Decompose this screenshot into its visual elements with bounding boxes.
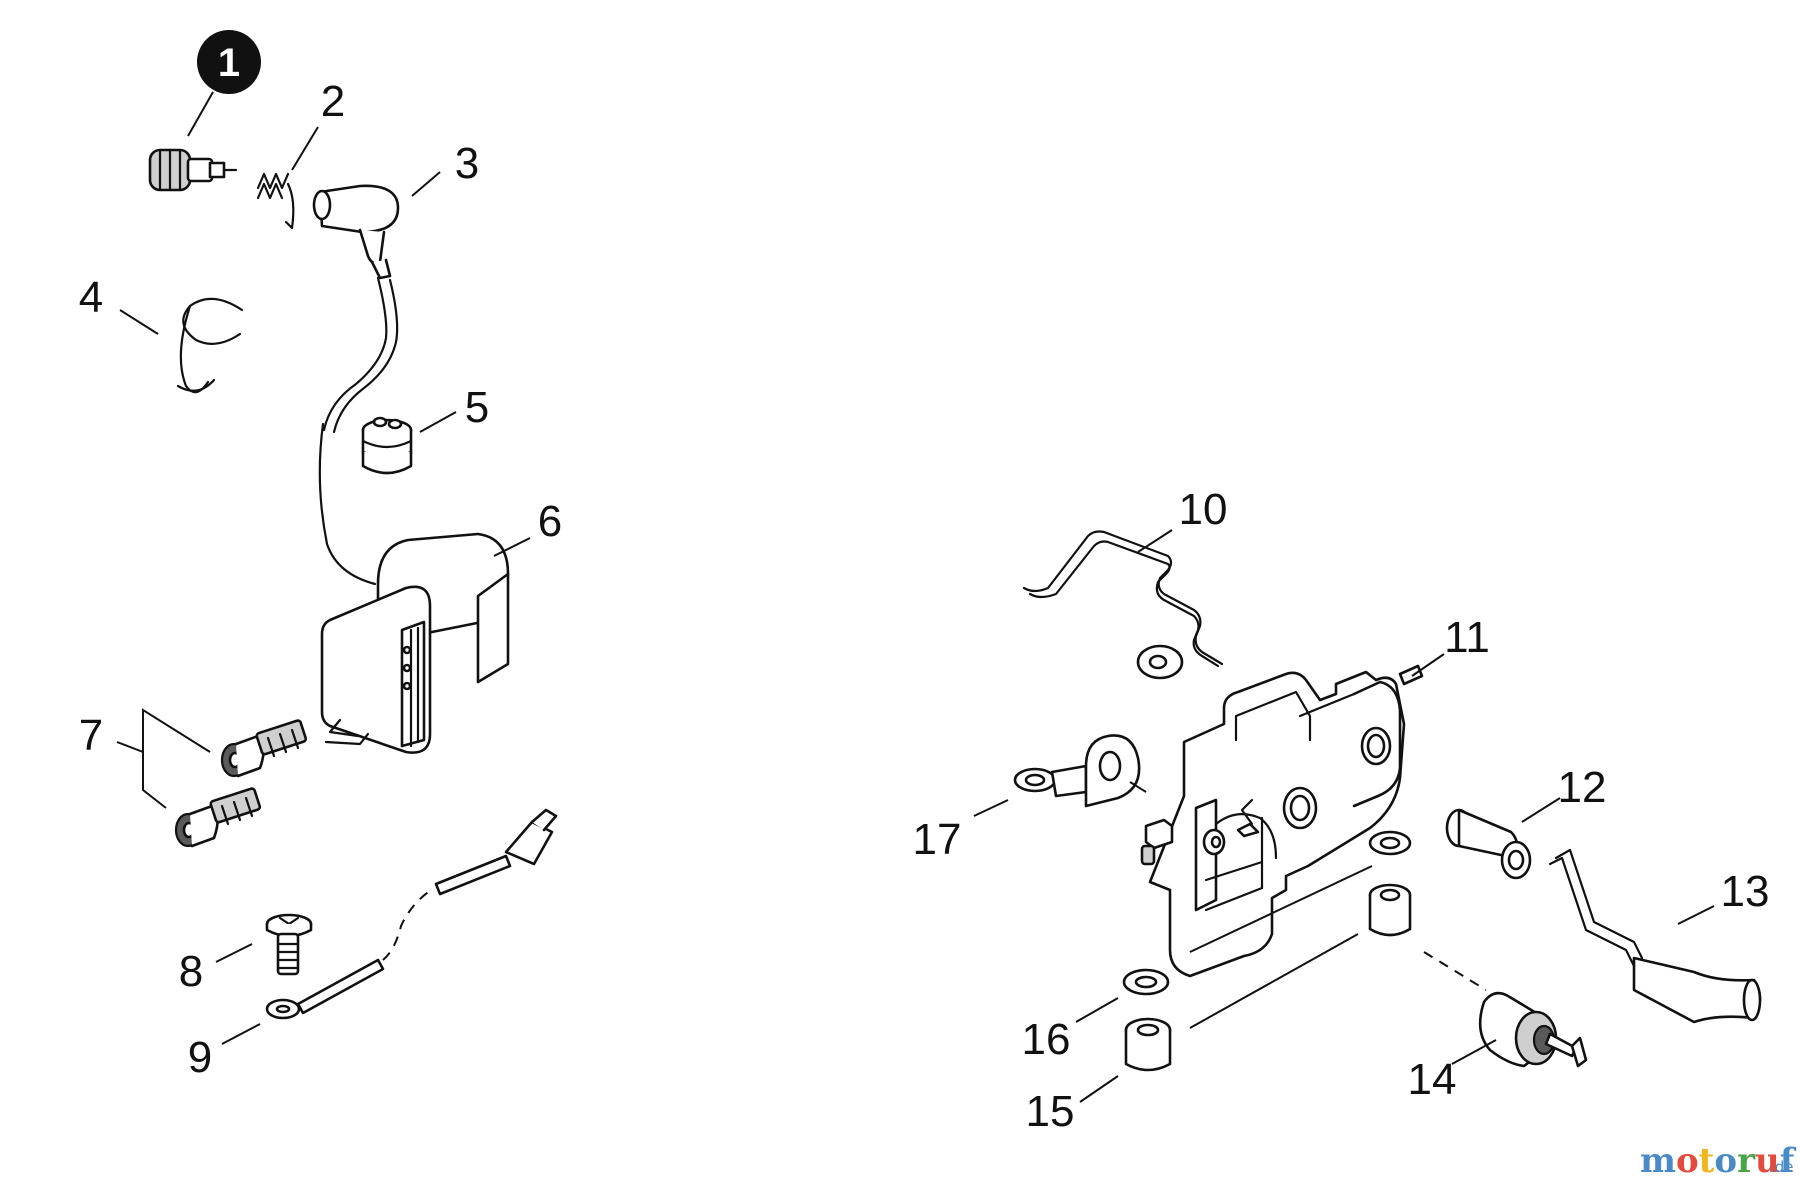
grommet-part[interactable] (361, 416, 413, 475)
leader-13 (1677, 905, 1715, 925)
callout-6[interactable]: 6 (538, 497, 562, 546)
leader-16 (1075, 997, 1119, 1023)
spark-plug-part[interactable] (148, 148, 238, 192)
collar-part-lower[interactable] (1124, 1017, 1172, 1072)
wm-suffix: .de (1770, 1158, 1794, 1176)
callout-7[interactable]: 7 (79, 711, 103, 760)
wm-letter: m (1640, 1141, 1676, 1181)
assembly-line-washer (1189, 865, 1373, 953)
callout-16[interactable]: 16 (1022, 1015, 1071, 1064)
leader-10 (1137, 529, 1173, 553)
assembly-line-collar (1189, 933, 1359, 1029)
switch-housing-part[interactable] (1140, 664, 1424, 978)
wm-letter: r (1737, 1141, 1756, 1181)
leader-2 (291, 126, 319, 171)
leader-1 (187, 91, 214, 137)
leader-4 (119, 309, 159, 335)
ignition-lead (322, 276, 388, 432)
wm-letter: o (1676, 1141, 1699, 1181)
leader-17 (973, 799, 1009, 817)
ignition-coil-part[interactable] (320, 532, 510, 754)
leader-3 (411, 171, 441, 197)
wire-clip-part[interactable] (176, 297, 244, 394)
ignition-lead-lower (318, 422, 377, 586)
washer-part-upper[interactable] (1368, 830, 1412, 856)
spring-part[interactable] (256, 172, 295, 230)
wm-letter: u (1755, 1141, 1780, 1181)
coil-screw-part-a[interactable] (220, 719, 308, 778)
leader-15 (1079, 1075, 1119, 1103)
motoruf-watermark-logo: motoruf .de (1640, 1141, 1797, 1181)
wm-letter: f (1780, 1141, 1797, 1181)
ground-terminal-part[interactable] (1013, 734, 1141, 808)
stop-rod-part[interactable] (1022, 530, 1224, 680)
callout-2[interactable]: 2 (321, 77, 345, 126)
collar-part-upper[interactable] (1368, 883, 1412, 937)
callout-9[interactable]: 9 (188, 1033, 212, 1082)
stop-switch-part[interactable] (1478, 991, 1588, 1068)
callout-17[interactable]: 17 (913, 815, 962, 864)
callout-12[interactable]: 12 (1558, 763, 1607, 812)
assembly-line-clip (1129, 781, 1147, 793)
wm-letter: o (1714, 1141, 1737, 1181)
callout-13[interactable]: 13 (1721, 867, 1770, 916)
screw-part[interactable] (265, 913, 313, 976)
stop-wire-part[interactable] (265, 808, 558, 1020)
plug-cap-part[interactable] (312, 184, 400, 280)
leader-8 (215, 943, 253, 963)
leader-9 (221, 1023, 261, 1045)
leader-14 (1451, 1039, 1497, 1065)
bushing-part[interactable] (1445, 808, 1532, 880)
callout-11[interactable]: 11 (1444, 613, 1490, 662)
ignition-lead-2 (332, 278, 399, 434)
leader-11 (1411, 653, 1445, 677)
leader-5 (419, 411, 457, 433)
switch-lever-part[interactable] (1548, 848, 1762, 1024)
coil-screw-part-b[interactable] (174, 787, 262, 848)
svg-text:motoruf: motoruf (1640, 1141, 1797, 1181)
callout-1[interactable]: 1 (218, 41, 240, 85)
screw-bracket (142, 708, 211, 809)
washer-part-lower[interactable] (1122, 968, 1170, 996)
leader-12 (1521, 797, 1561, 823)
callout-3[interactable]: 3 (455, 139, 479, 188)
wm-letter: t (1699, 1141, 1715, 1181)
leader-6 (493, 537, 531, 557)
callout-8[interactable]: 8 (179, 947, 203, 996)
callout-1-badge (197, 30, 261, 94)
callout-10[interactable]: 10 (1179, 485, 1228, 534)
callout-14[interactable]: 14 (1408, 1055, 1457, 1104)
callout-15[interactable]: 15 (1026, 1087, 1075, 1136)
assembly-line-switch (1423, 951, 1487, 991)
leader-7 (116, 741, 144, 753)
callout-5[interactable]: 5 (465, 383, 489, 432)
callout-4[interactable]: 4 (79, 273, 103, 322)
